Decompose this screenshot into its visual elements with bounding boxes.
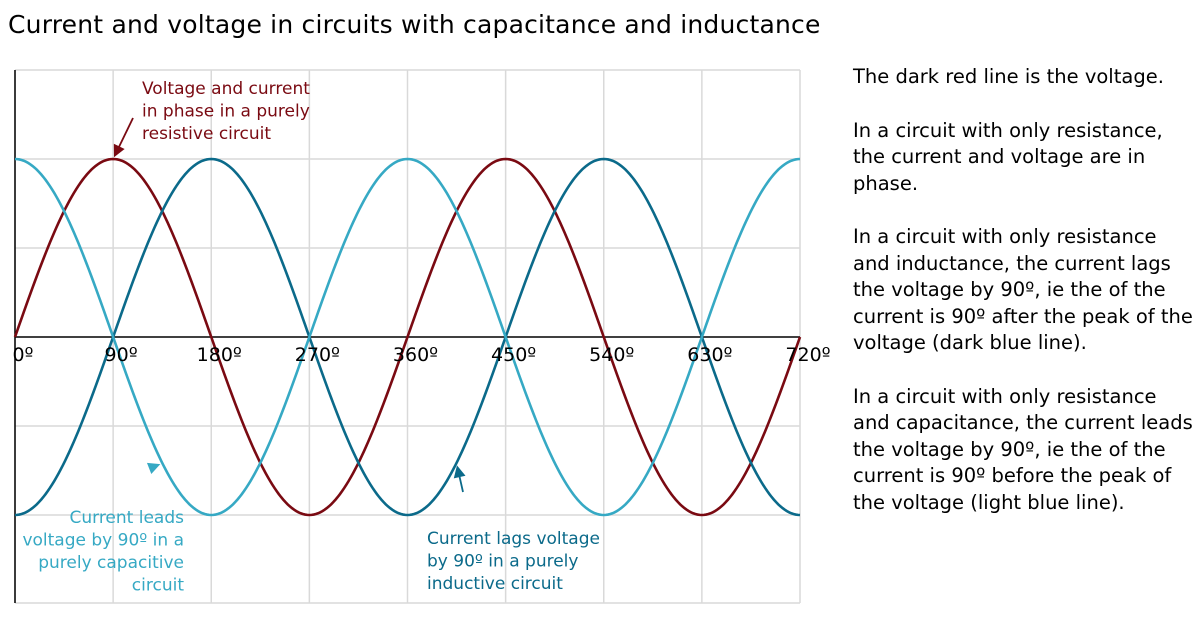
series-lines — [13, 157, 802, 517]
explanation-inductive: In a circuit with only resistance and in… — [853, 225, 1193, 354]
annotation-arrow-shaft — [116, 117, 134, 151]
annotation-line: Current lags voltage — [427, 529, 600, 549]
phase-chart: 0º 90º 180º 270º 360º 450º 540º 630º 720º Voltag… — [12, 69, 831, 604]
x-tick-label: 90º — [105, 344, 138, 366]
series-current_lag — [14, 157, 801, 517]
series-current_lead — [14, 157, 801, 517]
annotation-line: Voltage and current — [142, 79, 310, 99]
x-tick-label: 720º — [785, 344, 830, 366]
annotation-line: inductive circuit — [427, 574, 563, 594]
explanation-resistive: In a circuit with only resistance, the c… — [853, 118, 1163, 195]
annotations: Voltage and current in phase in a purelyr… — [22, 79, 600, 596]
annotation-line: by 90º in a purely — [427, 552, 578, 572]
x-tick-label: 360º — [393, 344, 438, 366]
page-title: Current and voltage in circuits with cap… — [8, 10, 821, 39]
explanation-voltage: The dark red line is the voltage. — [853, 65, 1164, 88]
explanation-panel: The dark red line is the voltage. In a c… — [853, 64, 1193, 543]
explanation-capacitive: In a circuit with only resistance and ca… — [853, 384, 1193, 514]
x-tick-label: 450º — [491, 344, 536, 366]
x-tick-label: 270º — [295, 344, 340, 366]
annotation-line: Current leads — [69, 508, 184, 528]
annotation-line: circuit — [132, 576, 185, 596]
x-tick-label: 0º — [12, 344, 33, 366]
annotation-arrow-head — [146, 462, 161, 475]
x-tick-labels: 0º 90º 180º 270º 360º 450º 540º 630º 720º — [12, 344, 830, 366]
annotation-line: in phase in a purely — [142, 102, 310, 122]
annotation-voltage: Voltage and current in phase in a purelyr… — [113, 79, 310, 158]
annotation-line: resistive circuit — [142, 124, 271, 144]
x-tick-label: 630º — [687, 344, 732, 366]
annotation-line: voltage by 90º in a — [22, 531, 184, 551]
annotation-arrow-head — [453, 465, 466, 479]
x-tick-label: 540º — [589, 344, 634, 366]
x-tick-label: 180º — [197, 344, 242, 366]
annotation-line: purely capacitive — [38, 553, 184, 573]
annotation-arrow-head — [113, 143, 125, 158]
annotation-current_lag: Current lags voltage by 90º in a purelyin… — [427, 465, 600, 594]
series-voltage — [13, 157, 802, 517]
